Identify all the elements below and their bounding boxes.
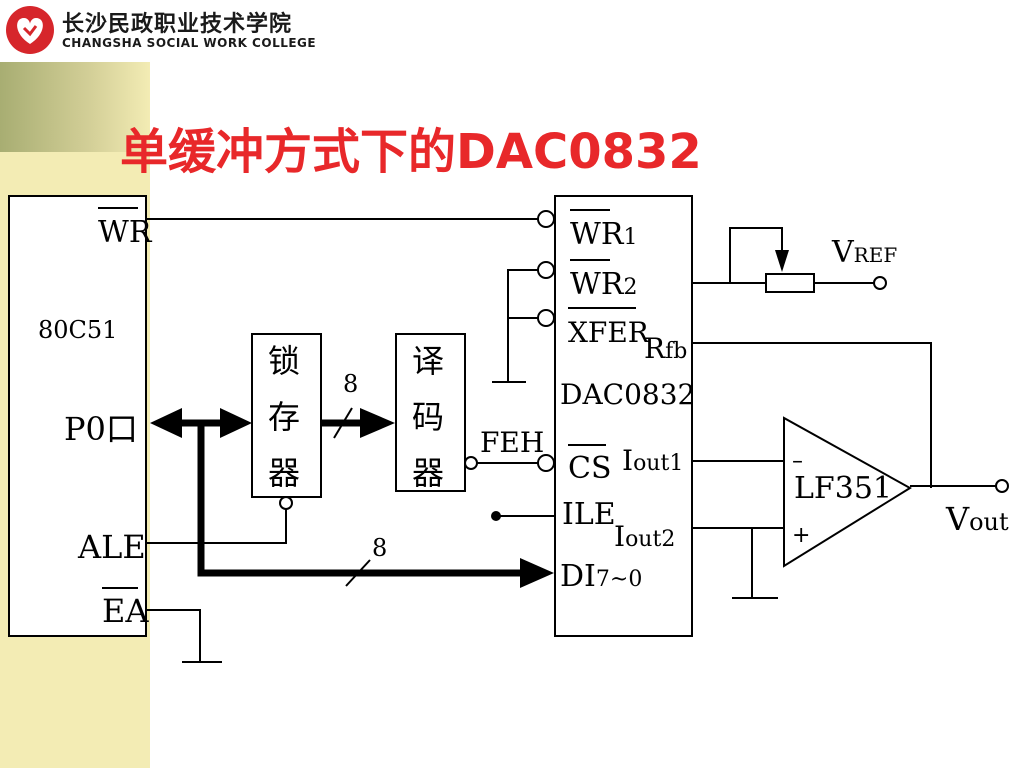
dac-pin-ile: ILE [562,497,616,532]
rfb-feedback-wire [692,342,932,488]
mcu-pin-ea: EA [102,592,149,630]
potentiometer [765,273,815,293]
latch-bubble [279,496,293,510]
p0-arrow-right [220,408,252,438]
dac-name: DAC0832 [560,378,695,411]
opamp-plus: + [792,523,810,548]
mcu-pin-wr: WR [98,215,153,250]
dac-pin-wr1: WR1 [570,217,637,252]
di-arrow [520,558,554,588]
school-name-en: CHANGSHA SOCIAL WORK COLLEGE [62,36,317,50]
dac-pin-xfer: XFER [568,316,650,349]
decoder-label-3: 器 [412,454,444,492]
dac-pin-rfb: Rfb [644,332,687,365]
latch-label-2: 存 [268,398,300,436]
mcu-name: 80C51 [38,316,117,344]
opamp-name: LF351 [794,471,892,506]
dac-box [554,195,693,637]
vout-terminal [995,479,1009,493]
dac-pin-cs: CS [568,451,612,486]
opamp-minus: – [792,449,803,474]
vout-label: Vout [945,500,1009,538]
bus-width-1: 8 [343,370,358,398]
bus-slash-2 [345,559,371,587]
left-bar-photo [0,62,150,152]
latch-label-1: 锁 [268,342,300,380]
mcu-pin-p0: P0口 [64,410,138,448]
latch-label-3: 器 [268,454,300,492]
decoder-output-label: FEH [480,426,544,459]
vref-terminal [873,276,887,290]
wr2-gnd-wire [507,269,538,382]
mcu-pin-ale: ALE [77,528,146,566]
dac-pin-iout1: Iout1 [622,444,683,477]
decoder-arrow [360,408,395,438]
school-logo [6,6,54,54]
dac-pin-wr2: WR2 [570,267,637,302]
bus-width-2: 8 [372,534,387,562]
dac-pin-iout2: Iout2 [614,520,675,553]
school-name-cn: 长沙民政职业技术学院 [62,12,293,37]
ale-wire [146,509,287,544]
decoder-label-2: 码 [412,398,444,436]
decoder-bubble [464,456,478,470]
header-banner: 长沙民政职业技术学院 CHANGSHA SOCIAL WORK COLLEGE [0,0,1024,62]
bus-slash-1 [333,407,353,439]
decoder-label-1: 译 [412,342,444,380]
dac-pin-di: DI7~0 [560,559,642,594]
wr1-bubble [537,210,555,228]
xfer-bubble [537,309,555,327]
pot-wiper-arrow [775,250,789,272]
decoder-box [395,333,466,492]
opamp-triangle [783,416,912,568]
data-bus-to-di [197,423,520,577]
p0-arrow-left [150,408,182,438]
vref-label: VREF [831,235,897,270]
wr2-bubble [537,261,555,279]
ea-wire [146,609,201,662]
pot-wiper-wire [729,227,783,283]
mcu-box [8,195,147,637]
page-title: 单缓冲方式下的DAC0832 [120,124,702,180]
